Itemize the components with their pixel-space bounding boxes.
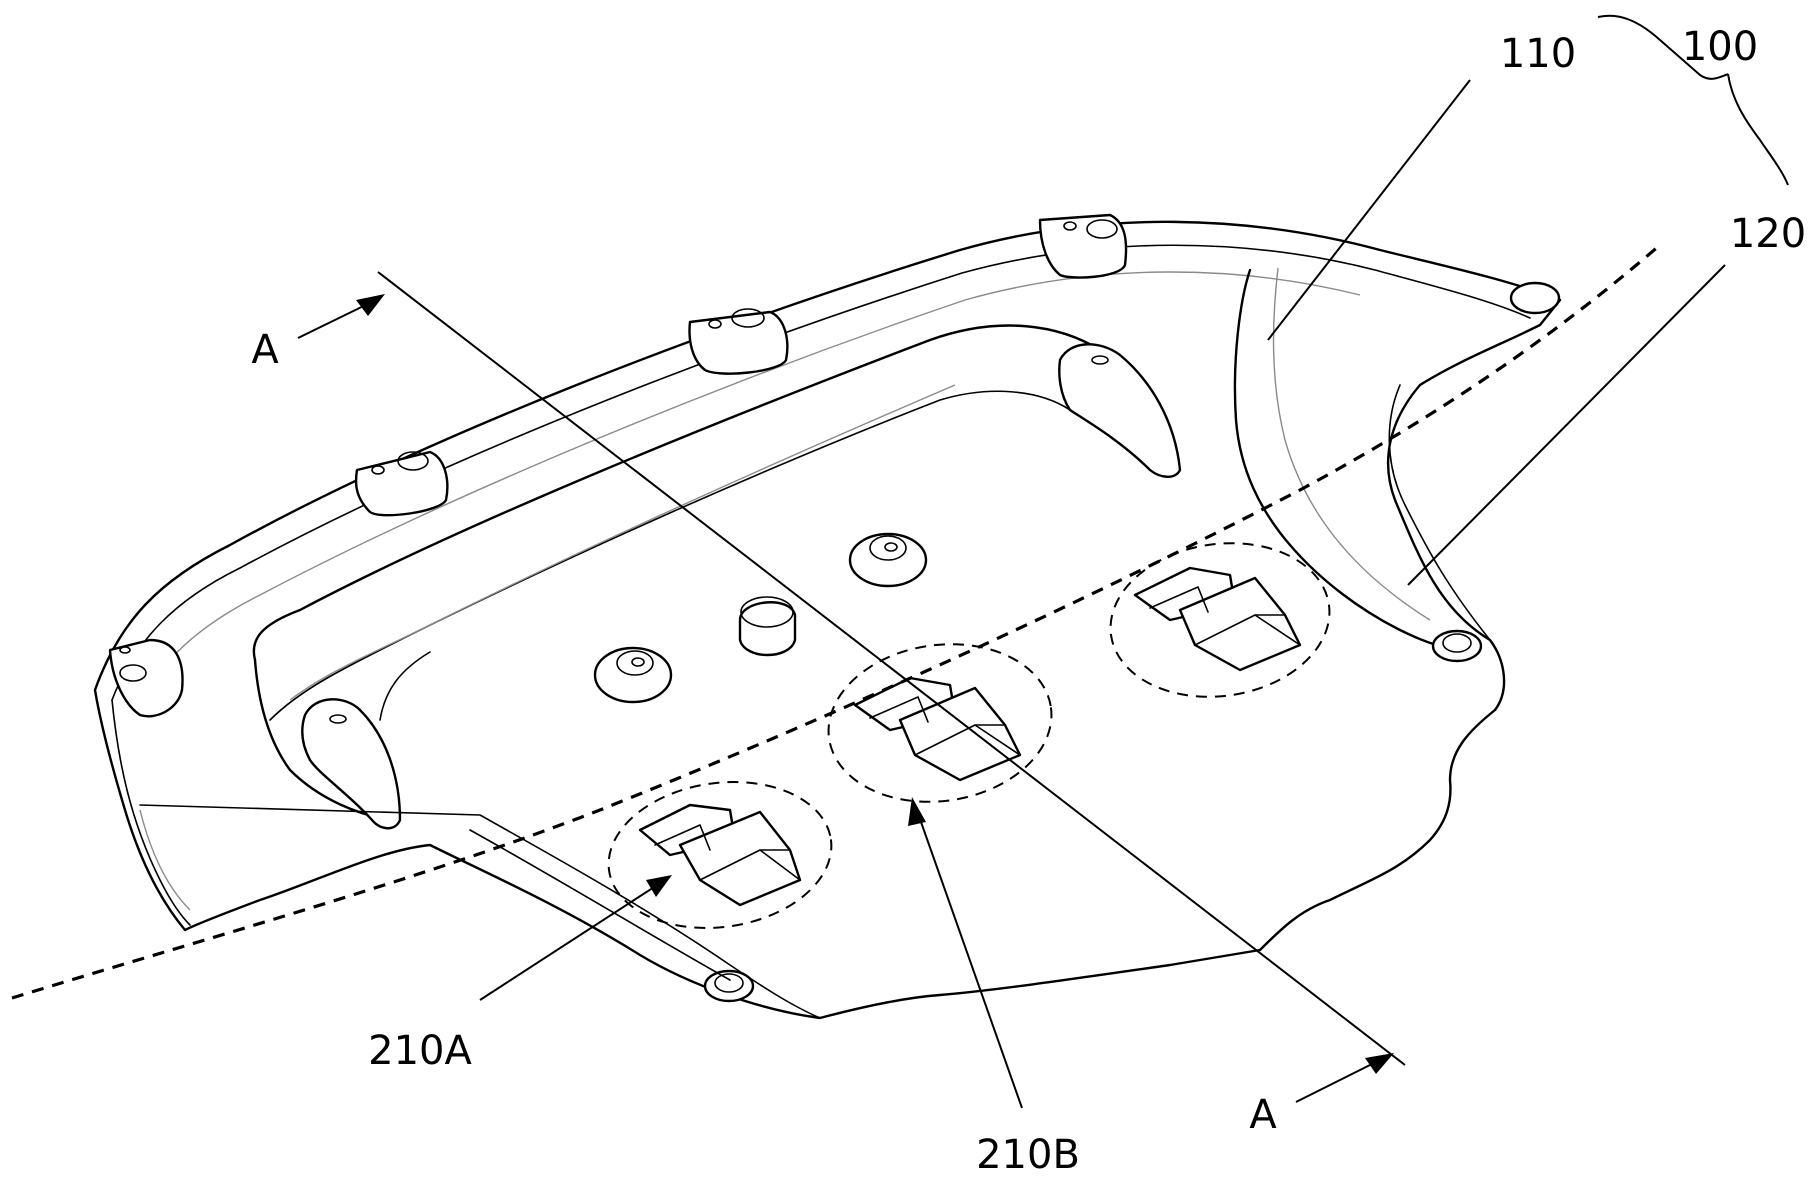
label-110: 110 xyxy=(1500,31,1576,77)
label-section-a-bottom: A xyxy=(1249,1092,1277,1138)
section-line xyxy=(377,271,1406,1066)
parting-line xyxy=(11,243,1662,1000)
second-part-contour-grey xyxy=(1272,267,1431,621)
label-100: 100 xyxy=(1682,24,1758,70)
clip-210b xyxy=(853,676,1022,782)
second-part-wall xyxy=(1388,384,1491,641)
leader-210a xyxy=(479,875,672,1001)
leader-120 xyxy=(1407,264,1726,586)
bottom-flange-line xyxy=(139,804,821,1019)
section-arrow-top xyxy=(297,294,385,339)
left-edge-contour xyxy=(111,699,191,926)
label-120: 120 xyxy=(1730,211,1806,257)
leader-110 xyxy=(1267,79,1471,341)
rim-boss-5 xyxy=(1509,281,1561,315)
rim-boss-6 xyxy=(1431,629,1483,663)
section-arrow-bottom xyxy=(1295,1053,1394,1103)
floor-boss-3 xyxy=(593,646,673,704)
label-section-a-top: A xyxy=(251,327,279,373)
rim-line xyxy=(111,244,1531,701)
rim-boss-4 xyxy=(108,638,184,718)
label-210a: 210A xyxy=(368,1028,472,1074)
rim-boss-2 xyxy=(688,308,789,375)
inner-tray-inner xyxy=(269,390,1071,721)
rim-line-grey xyxy=(134,271,1361,713)
clip-third xyxy=(1133,566,1302,672)
clip-210a-highlight xyxy=(607,781,833,929)
inner-tray-floor-edge xyxy=(379,651,431,721)
rim-boss-3 xyxy=(354,450,449,517)
rib-right xyxy=(1058,343,1182,478)
leader-100-brace xyxy=(1597,14,1789,186)
rim-boss-1 xyxy=(1038,213,1128,279)
clip-210b-highlight xyxy=(827,643,1053,803)
leader-210b xyxy=(908,797,1023,1109)
left-edge-contour-grey xyxy=(139,809,191,911)
clip-third-highlight xyxy=(1109,542,1331,698)
bottom-boss xyxy=(703,969,755,1003)
bottom-flange-line-2 xyxy=(469,829,731,981)
floor-boss-2 xyxy=(738,596,797,657)
inner-tray-grey xyxy=(289,384,956,701)
clip-210a xyxy=(638,803,802,907)
floor-boss-1 xyxy=(848,532,928,588)
label-210b: 210B xyxy=(976,1132,1080,1178)
second-part-contour xyxy=(1233,268,1462,652)
inner-tray-left-wall xyxy=(253,658,392,822)
rib-left xyxy=(301,698,402,830)
